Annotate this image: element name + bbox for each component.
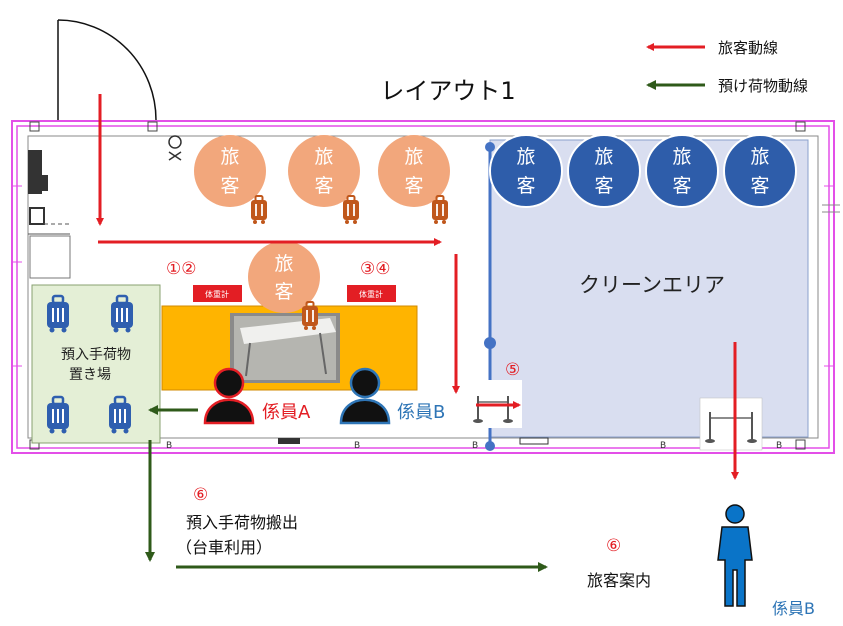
baggage-area-label-2: 置き場 [69,367,111,383]
step-1-2: ①② [166,259,196,279]
staff-b-outside-label: 係員B [772,599,815,618]
svg-text:客: 客 [594,175,613,197]
baggage-out-label: 預入手荷物搬出 [186,513,298,532]
svg-text:旅: 旅 [220,146,239,168]
scale-left-label: 体重計 [205,289,229,299]
passenger-waiting-1: 旅 客 [194,135,268,225]
suitcase-icon [342,195,360,225]
svg-text:B: B [166,441,172,451]
legend: 旅客動線 預け荷物動線 [646,39,808,95]
baggage-area: 預入手荷物 置き場 [31,284,161,444]
svg-text:旅: 旅 [672,146,691,168]
staff-a-label: 係員A [262,402,311,423]
svg-text:B: B [660,441,666,451]
step-5: ⑤ [505,360,520,380]
step-3-4: ③④ [360,259,390,279]
standing-staff-icon [717,504,753,607]
step-6-baggage: ⑥ [193,485,208,505]
svg-text:旅: 旅 [404,146,423,168]
svg-text:客: 客 [750,175,769,197]
baggage-area-label-1: 預入手荷物 [61,347,131,363]
suitcase-icon [431,195,449,225]
svg-text:客: 客 [672,175,691,197]
layout-title: レイアウト1 [380,77,515,105]
passenger-waiting-3: 旅 客 [378,135,450,225]
passenger-clean-1: 旅 客 [489,134,563,208]
suitcase-icon [250,195,268,225]
svg-text:旅: 旅 [594,146,613,168]
step-6-passenger: ⑥ [606,536,621,556]
svg-text:B: B [354,441,360,451]
svg-text:客: 客 [516,175,535,197]
svg-text:旅: 旅 [516,146,535,168]
svg-text:客: 客 [314,175,333,197]
scale-right-label: 体重計 [359,289,383,299]
legend-passenger-flow: 旅客動線 [718,39,778,57]
baggage-flow-arrows [145,405,548,572]
floor-markers: B B B B B [166,437,782,451]
passenger-flow-arrows [96,94,739,480]
svg-text:客: 客 [220,175,239,197]
building-walls [11,120,840,454]
svg-text:旅: 旅 [750,146,769,168]
stanchion-right [699,397,763,451]
staff-a-icon [203,367,255,425]
svg-text:客: 客 [404,175,423,197]
passenger-waiting-2: 旅 客 [288,135,360,225]
svg-text:B: B [472,441,478,451]
scale-left: 体重計 [193,285,242,302]
door [57,19,157,121]
staff-b-icon [339,367,391,425]
suitcase-icon [301,301,319,331]
baggage-out-sublabel: （台車利用） [176,538,272,557]
passenger-guide-label: 旅客案内 [587,571,651,590]
svg-text:B: B [776,441,782,451]
scale-right: 体重計 [347,285,396,302]
staff-b-label: 係員B [397,402,445,423]
svg-text:旅: 旅 [314,146,333,168]
passenger-clean-4: 旅 客 [723,134,797,208]
passenger-clean-2: 旅 客 [567,134,641,208]
passenger-weighing: 旅 客 [248,241,320,331]
svg-text:旅: 旅 [274,253,293,275]
legend-baggage-flow: 預け荷物動線 [718,77,808,95]
clean-area-label: クリーンエリア [579,273,725,297]
passenger-clean-3: 旅 客 [645,134,719,208]
svg-text:客: 客 [274,281,293,303]
